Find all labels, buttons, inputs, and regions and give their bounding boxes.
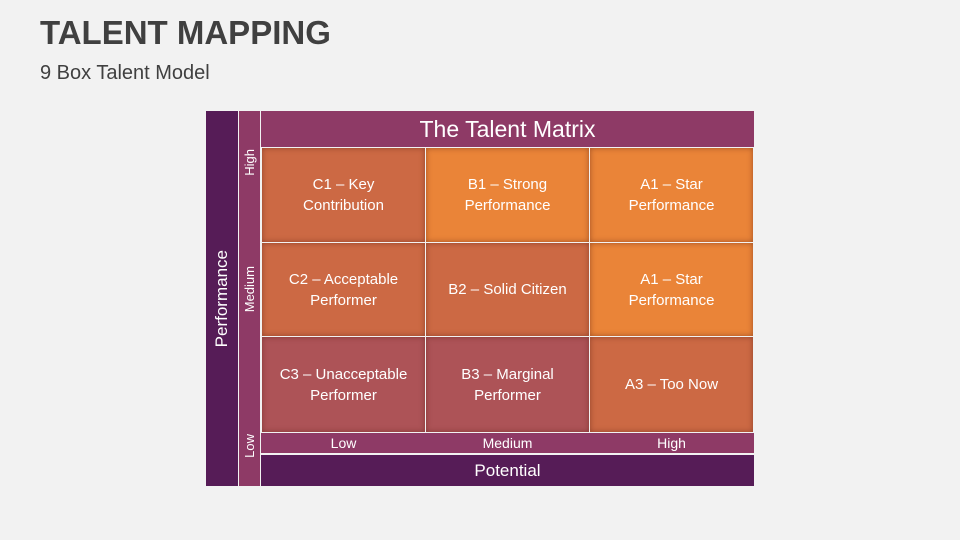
y-level-low: Low [242,433,257,458]
y-level-high: High [242,149,257,176]
matrix-cell: C1 – Key Contribution [262,148,425,242]
performance-axis-bar: Performance [206,111,238,486]
potential-axis-label: Potential [261,455,754,486]
matrix-cell: B3 – Marginal Performer [426,337,589,432]
performance-axis-label: Performance [212,249,231,348]
matrix-cell: A1 – Star Performance [590,148,753,242]
matrix-cell: B1 – Strong Performance [426,148,589,242]
matrix-cell: B2 – Solid Citizen [426,243,589,336]
y-level-medium: Medium [242,266,257,313]
page-title: TALENT MAPPING [40,14,331,51]
matrix-cell: C2 – Acceptable Performer [262,243,425,336]
page-subtitle: 9 Box Talent Model [40,62,210,84]
x-level-high: High [657,435,686,451]
matrix-cell: A3 – Too Now [590,337,753,432]
performance-levels-bar [239,111,260,486]
x-level-medium: Medium [482,435,533,451]
matrix-cell: A1 – Star Performance [590,243,753,336]
matrix-title: The Talent Matrix [261,111,754,147]
potential-levels-bar [261,433,754,453]
x-level-low: Low [330,435,357,451]
matrix-cell: C3 – Unacceptable Performer [262,337,425,432]
